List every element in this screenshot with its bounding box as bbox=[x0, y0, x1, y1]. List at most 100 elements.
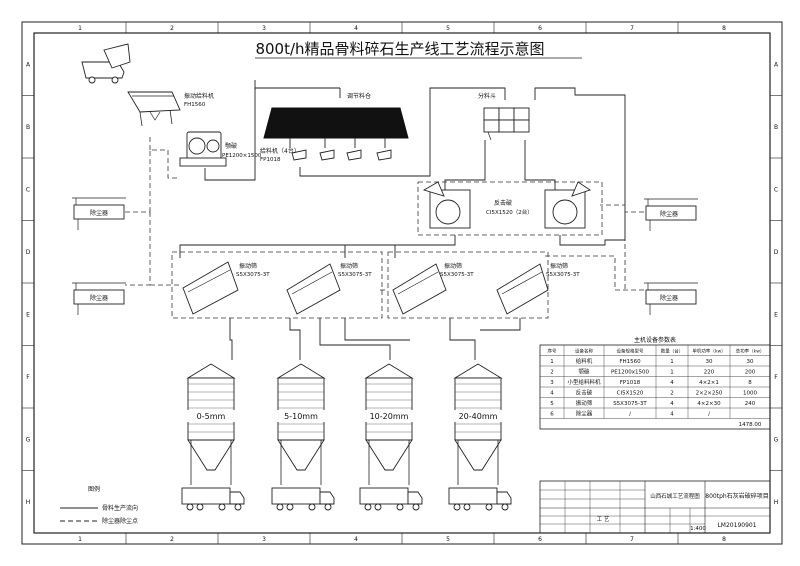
silo-body bbox=[365, 377, 413, 441]
truck-cab bbox=[319, 491, 335, 505]
silo-label-bg bbox=[186, 410, 236, 422]
border-row-label: E bbox=[774, 311, 778, 318]
regulating-bin bbox=[263, 107, 409, 139]
table-cell: 反击破 bbox=[576, 389, 593, 397]
table-cell: PE1200x1500 bbox=[611, 370, 650, 376]
jaw-model: PE1200×1500 bbox=[222, 153, 262, 159]
table-cell: 8 bbox=[748, 380, 752, 386]
jaw-label: 颚破 bbox=[225, 142, 237, 150]
silo-label: 5-10mm bbox=[284, 412, 318, 421]
silo-label-bg bbox=[276, 410, 326, 422]
dust-collector-3 bbox=[644, 198, 698, 231]
dust-lines bbox=[125, 135, 660, 291]
table-cell: 240 bbox=[745, 401, 756, 407]
dust-collector-3-label: 除尘器 bbox=[660, 210, 678, 218]
truck-cab bbox=[407, 491, 423, 505]
border-col-label: 2 bbox=[170, 536, 174, 543]
silo-body bbox=[454, 377, 502, 441]
table-cell: / bbox=[629, 412, 631, 418]
table-header-cell: 序号 bbox=[548, 348, 557, 355]
screens-left-enclosure bbox=[171, 251, 383, 319]
table-cell: 6 bbox=[550, 412, 554, 418]
table-cell: 1 bbox=[670, 370, 674, 376]
border-row-label: B bbox=[26, 124, 30, 131]
screen-2-label: 振动筛 bbox=[340, 262, 358, 270]
border-row-label: D bbox=[26, 249, 31, 256]
truck-wheel bbox=[196, 503, 204, 511]
screen-4 bbox=[496, 263, 549, 315]
truck bbox=[359, 487, 423, 511]
legend: 图例 骨料生产流向 除尘器除尘点 bbox=[60, 485, 138, 525]
dust-collector-2-label: 除尘器 bbox=[90, 294, 108, 302]
border-row-label: F bbox=[26, 374, 30, 381]
table-title: 主机设备参数表 bbox=[634, 336, 676, 344]
grizzly-feeders bbox=[289, 138, 392, 161]
table-cell: 30 bbox=[747, 359, 754, 365]
silo-roof bbox=[364, 363, 414, 379]
border-row-label: A bbox=[26, 61, 31, 68]
silo-cone bbox=[187, 439, 235, 471]
drawing-number: LM20190901 bbox=[717, 522, 756, 529]
table-header-cell: 总功率（kw） bbox=[736, 348, 765, 355]
table-cell: 1 bbox=[550, 359, 554, 365]
flow-lines bbox=[179, 80, 626, 360]
truck-wheel bbox=[218, 503, 226, 511]
truck-wheel bbox=[453, 503, 461, 511]
table-cell: 5 bbox=[550, 401, 554, 407]
silo: 0-5mm bbox=[181, 363, 245, 511]
truck-wheel bbox=[308, 503, 316, 511]
table-cell: 小型给料料机 bbox=[567, 378, 601, 386]
border-col-label: 5 bbox=[446, 25, 450, 32]
table-header-cell: 数量（台） bbox=[661, 348, 684, 355]
table-cell: 2 bbox=[670, 391, 674, 397]
border-col-label: 6 bbox=[538, 536, 542, 543]
vibrating-feeder bbox=[127, 91, 181, 127]
border-col-label: 1 bbox=[78, 25, 82, 32]
truck-cab bbox=[229, 491, 245, 505]
table-cell: 1000 bbox=[743, 391, 757, 397]
screen-4-label: 振动筛 bbox=[550, 262, 568, 270]
silo-body bbox=[277, 377, 325, 441]
dust-collector-4-label: 除尘器 bbox=[660, 294, 678, 302]
border-col-label: 4 bbox=[354, 25, 358, 32]
table-cell: FH1560 bbox=[619, 359, 641, 365]
product-silos: 0-5mm 5-10mm 10-20mm 20-40mm bbox=[181, 363, 512, 511]
truck-wheel bbox=[412, 503, 420, 511]
truck-wheel bbox=[463, 503, 471, 511]
legend-flow-text: 骨料生产流向 bbox=[102, 504, 138, 512]
legend-dust-text: 除尘器除尘点 bbox=[102, 517, 138, 525]
drawing-scale: 1:400 bbox=[690, 526, 706, 532]
border-col-label: 2 bbox=[170, 25, 174, 32]
border-col-label: 7 bbox=[630, 25, 634, 32]
drawing-title: 800t/h精品骨料碎石生产线工艺流程示意图 bbox=[255, 40, 544, 58]
table-cell: 2×2×250 bbox=[696, 391, 723, 397]
impact-model: CI5X1520（2台） bbox=[486, 208, 533, 216]
truck-wheel bbox=[396, 503, 404, 511]
truck-wheel bbox=[186, 503, 194, 511]
border-col-label: 8 bbox=[722, 536, 726, 543]
dust-collector-1-label: 除尘器 bbox=[90, 209, 108, 217]
screen-3-model: S5X3075-3T bbox=[440, 272, 474, 278]
impact-label: 反击破 bbox=[494, 199, 512, 207]
silo: 20-40mm bbox=[448, 363, 512, 511]
feeder-model: FH1560 bbox=[184, 102, 206, 108]
bin-label: 调节料仓 bbox=[347, 92, 371, 100]
silo-roof bbox=[186, 363, 236, 379]
truck-wheel bbox=[485, 503, 493, 511]
table-cell: 4 bbox=[670, 401, 674, 407]
gfeeder-label: 给料机（4台） bbox=[260, 147, 300, 155]
border-row-label: H bbox=[774, 499, 779, 506]
screen-3-label: 振动筛 bbox=[444, 262, 462, 270]
border-row-label: D bbox=[774, 249, 779, 256]
screen-4-model: S5X3075-3T bbox=[546, 272, 580, 278]
table-cell: 200 bbox=[745, 370, 756, 376]
dust-collector-1 bbox=[72, 197, 126, 230]
silo-label: 10-20mm bbox=[370, 412, 409, 421]
dust-collector-4 bbox=[644, 282, 698, 315]
silo: 10-20mm bbox=[359, 363, 423, 511]
table-cell: 3 bbox=[550, 380, 554, 386]
truck-wheel bbox=[364, 503, 372, 511]
truck-bed bbox=[448, 487, 498, 505]
